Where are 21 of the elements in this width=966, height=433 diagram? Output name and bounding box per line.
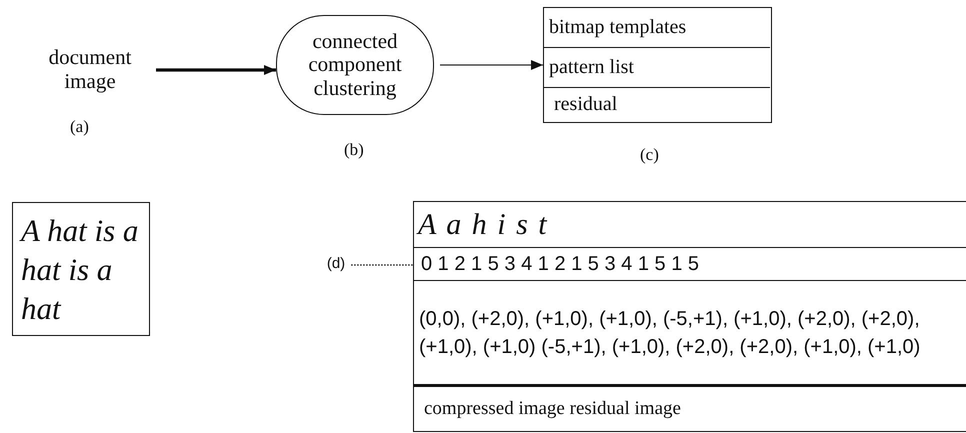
caption-label: (b) xyxy=(344,140,364,160)
node-text: connected component clustering xyxy=(307,30,403,100)
output-box xyxy=(543,7,772,123)
row-text: (0,0), (+2,0), (+1,0), (+1,0), (-5,+1), (+1,0), (+2,0), (+2,0), (+1,0), (+1,0) (-5,+1), (+1,0), (+2,0), (+2,0), (+1,0), (+1,0) xyxy=(419,306,922,360)
callout-label: (d) xyxy=(326,256,346,272)
node-text: document image xyxy=(48,46,132,94)
sample-text-box xyxy=(12,202,150,336)
arrow xyxy=(440,60,544,70)
row-text: compressed image residual image xyxy=(424,398,681,420)
row-text: A a h i s t xyxy=(418,208,547,242)
leader-line xyxy=(351,264,413,266)
caption-label: (a) xyxy=(70,117,89,137)
caption-label: (c) xyxy=(640,145,659,165)
arrow xyxy=(156,65,276,75)
encoding-box xyxy=(413,201,966,432)
row-text: residual xyxy=(554,93,618,116)
row-text: bitmap templates xyxy=(549,16,686,39)
row-text: 0 1 2 1 5 3 4 1 2 1 5 3 4 1 5 1 5 xyxy=(421,252,699,276)
process-node xyxy=(276,15,434,115)
node-text: A hat is a hat is a hat xyxy=(21,212,140,328)
row-text: pattern list xyxy=(549,56,634,79)
